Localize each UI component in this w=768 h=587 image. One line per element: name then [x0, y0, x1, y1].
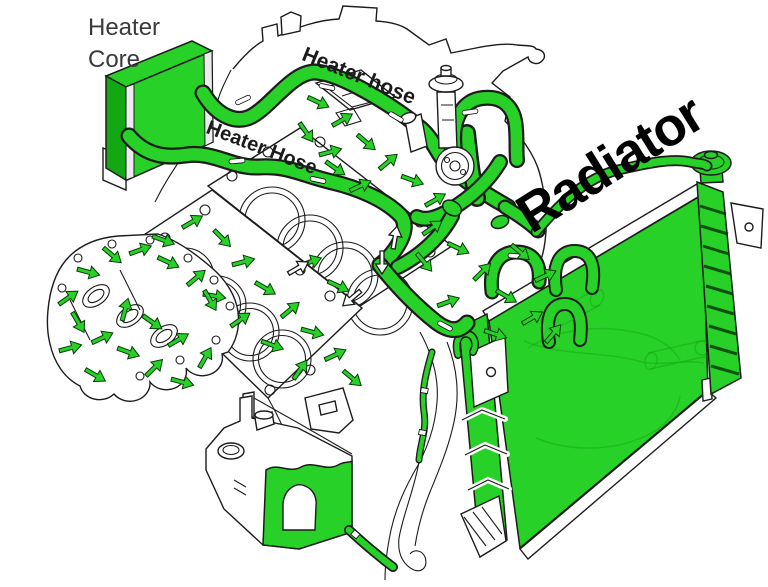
flow-arrow-icon: [57, 290, 79, 307]
bypass-hoses: [398, 98, 593, 342]
flow-arrow-icon: [128, 242, 153, 257]
flow-arrow-icon: [472, 262, 492, 282]
flow-arrow-icon: [90, 330, 114, 346]
flow-arrow-icon: [421, 220, 443, 237]
flow-arrow-icon: [180, 214, 204, 230]
radiator-right-tank: [696, 180, 742, 396]
flow-arrow-icon: [83, 367, 107, 383]
flow-arrow-icon: [141, 313, 163, 330]
flow-arrow-icon: [279, 301, 300, 320]
heater-core-label: Heater Core: [88, 14, 161, 74]
outline-flow-arrows: [286, 225, 403, 307]
flow-arrow-icon: [400, 173, 425, 188]
thermostat-housing: [428, 64, 464, 149]
flow-arrow-icon: [300, 325, 325, 340]
mount-bracket: [304, 387, 354, 434]
flow-arrow-icon: [70, 310, 86, 334]
coolant-reservoir: [205, 391, 353, 550]
flow-arrow-icon: [341, 368, 362, 387]
flow-arrow-icon: [533, 268, 557, 284]
flow-arrow-icon: [387, 225, 403, 250]
flow-arrow-icon: [260, 338, 285, 353]
flow-arrow-icon: [423, 192, 447, 208]
flow-arrow-icon: [483, 327, 508, 342]
flow-arrow-icon: [76, 265, 101, 280]
flow-arrow-icon: [355, 132, 376, 151]
flow-arrow-icon: [229, 312, 251, 329]
flow-arrow-icon: [166, 332, 190, 348]
flow-arrow-icon: [170, 375, 195, 390]
radiator-bottom-rail: [519, 390, 718, 561]
flow-arrow-icon: [197, 346, 213, 370]
overflow-hose: [398, 352, 432, 572]
overflow-stub-hose: [349, 530, 393, 567]
flow-arrow-icon: [118, 297, 133, 322]
flow-arrow-icon: [520, 310, 544, 326]
flow-arrow-icon: [156, 254, 180, 270]
flow-arrow-icon: [330, 112, 354, 128]
flow-arrow-icon: [231, 254, 256, 269]
flow-arrow-icon: [306, 94, 330, 110]
flow-arrow-icon: [377, 153, 398, 172]
flow-arrow-icon: [374, 250, 390, 276]
flow-arrow-icon: [494, 288, 518, 304]
flow-arrow-icon: [446, 240, 470, 256]
flow-arrow-icon: [318, 144, 343, 159]
flow-arrow-icon: [297, 121, 314, 143]
flow-arrow-icon: [253, 280, 277, 296]
flow-arrow-icon: [286, 260, 310, 277]
flow-arrow-icon: [326, 278, 350, 294]
flow-arrow-icon: [151, 233, 176, 248]
flow-arrow-icon: [348, 178, 372, 194]
radiator-side-bracket: [730, 202, 764, 249]
flow-arrow-icon: [101, 245, 122, 264]
heater-core: [102, 40, 214, 192]
flow-arrow-icon: [291, 359, 308, 381]
flow-arrow-icon: [212, 228, 232, 248]
flow-arrow-icon: [116, 345, 141, 360]
water-pump-pulley: [435, 146, 475, 186]
flow-arrow-icon: [414, 251, 433, 272]
coolant-sensor: [399, 111, 428, 153]
flow-arrow-icon: [543, 324, 562, 345]
flow-arrow-icon: [202, 288, 218, 312]
flow-arrow-icon: [341, 288, 363, 307]
coolant-flow-arrows: [57, 94, 562, 390]
flow-arrow-icon: [323, 347, 347, 363]
flow-arrow-icon: [509, 242, 530, 261]
radiator-left-tank: [457, 312, 512, 559]
flow-arrow-icon: [58, 340, 83, 355]
flow-arrow-icon: [324, 159, 346, 176]
flow-arrow-icon: [436, 294, 461, 309]
flow-arrow-icon: [144, 358, 164, 378]
flow-arrow-icon: [185, 269, 206, 288]
